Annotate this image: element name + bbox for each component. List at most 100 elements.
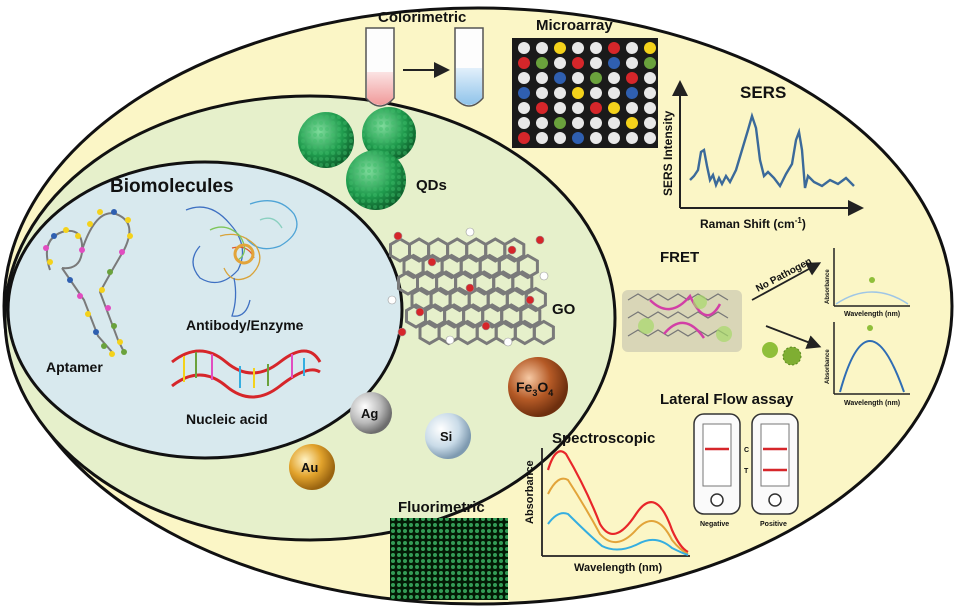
inner-ellipse	[6, 160, 404, 460]
fret-plot-pathogen	[833, 322, 910, 395]
microarray-spot	[590, 102, 602, 114]
go-functional-group	[465, 227, 475, 237]
test-tube-red	[365, 27, 395, 107]
sers-label: SERS	[740, 83, 786, 102]
fret-plot-no-pathogen	[833, 248, 910, 307]
microarray-spot	[518, 87, 530, 99]
fret-complex	[622, 290, 742, 352]
microarray-spot	[554, 132, 566, 144]
microarray-label: Microarray	[536, 17, 613, 34]
microarray-spot	[554, 117, 566, 129]
aptamer-structure	[43, 209, 133, 357]
go-functional-group	[525, 295, 535, 305]
microarray-grid	[518, 42, 656, 144]
fret-arrow-up	[751, 262, 822, 301]
microarray-spot	[536, 87, 548, 99]
nucleic-acid-label: Nucleic acid	[186, 411, 268, 427]
ag-label: Ag	[361, 406, 378, 421]
microarray-spot	[536, 102, 548, 114]
ag-sphere	[350, 392, 392, 434]
strip-c-label: C	[744, 447, 749, 454]
microarray-spot	[554, 102, 566, 114]
fe3o4-label: Fe3O4	[516, 379, 553, 398]
microarray-spot	[626, 87, 638, 99]
microarray-spot	[536, 42, 548, 54]
go-functional-group	[397, 327, 407, 337]
microarray-spot	[572, 87, 584, 99]
microarray-spot	[518, 72, 530, 84]
fe3o4-sphere	[508, 357, 568, 417]
spectrum-orange	[547, 477, 689, 555]
fluorimetric-label: Fluorimetric	[398, 499, 485, 516]
microarray-spot	[554, 42, 566, 54]
go-ring	[503, 237, 526, 263]
strip-positive	[751, 413, 799, 515]
lateral-flow-label: Lateral Flow assay	[660, 391, 794, 408]
microarray-spot	[626, 42, 638, 54]
microarray-spot	[590, 132, 602, 144]
microarray-spot	[644, 102, 656, 114]
microarray-spot	[572, 57, 584, 69]
fret-plot2-xlabel: Wavelength (nm)	[844, 400, 900, 407]
microarray-spot	[644, 57, 656, 69]
microarray-spot	[518, 42, 530, 54]
au-label: Au	[301, 460, 318, 475]
go-functional-group	[427, 257, 437, 267]
qds-label: QDs	[416, 177, 447, 194]
microarray-spot	[626, 72, 638, 84]
fret-plot1-xlabel: Wavelength (nm)	[844, 311, 900, 318]
microarray-spot	[554, 57, 566, 69]
microarray-spot	[572, 42, 584, 54]
fret-arrow-down	[765, 325, 822, 349]
go-ring	[524, 286, 547, 313]
go-functional-group	[445, 335, 455, 345]
microarray-spot	[626, 132, 638, 144]
microarray-spot	[644, 117, 656, 129]
pathogen-icon	[762, 342, 802, 366]
go-functional-group	[387, 295, 397, 305]
aptamer-label: Aptamer	[46, 359, 103, 375]
microarray-spot	[644, 72, 656, 84]
sers-plot	[672, 80, 864, 216]
microarray-spot	[536, 132, 548, 144]
si-sphere	[425, 413, 471, 459]
microarray-spot	[608, 117, 620, 129]
microarray-spot	[590, 87, 602, 99]
microarray-spot	[644, 42, 656, 54]
go-ring	[532, 319, 555, 346]
microarray-spot	[536, 117, 548, 129]
antibody-structure	[185, 200, 298, 317]
microarray-spot	[590, 57, 602, 69]
microarray-spot	[608, 57, 620, 69]
go-ring	[516, 253, 539, 280]
sers-ylabel: SERS Intensity	[661, 110, 675, 196]
go-functional-group	[539, 271, 549, 281]
sers-spectrum	[689, 111, 855, 189]
sers-xlabel: Raman Shift (cm-1)	[700, 216, 806, 231]
microarray-spot	[518, 117, 530, 129]
microarray-spot	[572, 102, 584, 114]
microarray-spot	[536, 57, 548, 69]
fret-plot2-ylabel: Absorbance	[825, 349, 831, 384]
microarray-spot	[644, 87, 656, 99]
antibody-label: Antibody/Enzyme	[186, 317, 304, 333]
go-ring	[511, 270, 534, 296]
microarray-spot	[572, 72, 584, 84]
fret-plot1-ylabel: Absorbance	[825, 269, 831, 304]
microarray-spot	[572, 117, 584, 129]
microarray-spot	[536, 72, 548, 84]
microarray-spot	[626, 102, 638, 114]
spectroscopic-ylabel: Absorbance	[524, 460, 536, 524]
biomolecules-label: Biomolecules	[110, 176, 234, 197]
go-functional-group	[507, 245, 517, 255]
go-label: GO	[552, 301, 576, 318]
microarray-spot	[554, 87, 566, 99]
microarray-spot	[590, 42, 602, 54]
microarray-spot	[626, 57, 638, 69]
microarray-spot	[608, 132, 620, 144]
go-functional-group	[481, 321, 491, 331]
microarray-spot	[572, 132, 584, 144]
graphene-oxide-sheet	[387, 227, 555, 347]
